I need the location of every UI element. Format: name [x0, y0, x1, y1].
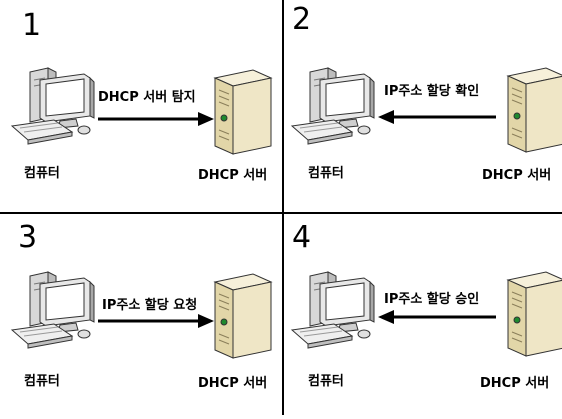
step-number: 3: [18, 220, 38, 255]
computer-icon: [290, 271, 375, 349]
computer-label: 컴퓨터: [308, 166, 344, 181]
arrow-label: IP주소 할당 확인: [384, 84, 480, 99]
step-number: 4: [292, 220, 312, 255]
server-icon: [213, 273, 273, 359]
divider-vertical: [282, 0, 284, 415]
server-icon: [506, 67, 562, 153]
arrow-icon: [98, 314, 214, 328]
step-number: 2: [292, 2, 312, 37]
server-label: DHCP 서버: [480, 376, 550, 391]
arrow-label: IP주소 할당 요청: [102, 298, 198, 313]
server-icon: [506, 271, 562, 357]
panel-1: 1 DHCP 서버 탐지 컴퓨터 DHCP 서버: [0, 0, 280, 205]
divider-horizontal: [0, 212, 562, 214]
computer-icon: [10, 271, 95, 349]
server-label: DHCP 서버: [198, 376, 268, 391]
panel-3: 3 IP주소 할당 요청 컴퓨터 DHCP 서버: [0, 214, 280, 419]
arrow-icon: [378, 310, 496, 324]
computer-label: 컴퓨터: [308, 374, 344, 389]
computer-label: 컴퓨터: [24, 374, 60, 389]
computer-icon: [10, 67, 95, 145]
panel-4: 4 IP주소 할당 승인 컴퓨터 DHCP 서버: [284, 214, 562, 419]
arrow-icon: [98, 112, 214, 126]
server-label: DHCP 서버: [198, 168, 268, 183]
server-icon: [213, 69, 273, 155]
step-number: 1: [22, 8, 42, 43]
arrow-label: DHCP 서버 탐지: [98, 90, 196, 105]
computer-icon: [290, 67, 375, 145]
arrow-icon: [378, 110, 496, 124]
computer-label: 컴퓨터: [24, 166, 60, 181]
arrow-label: IP주소 할당 승인: [384, 292, 480, 307]
panel-2: 2 IP주소 할당 확인 컴퓨터 DHCP 서버: [284, 0, 562, 205]
server-label: DHCP 서버: [482, 168, 552, 183]
